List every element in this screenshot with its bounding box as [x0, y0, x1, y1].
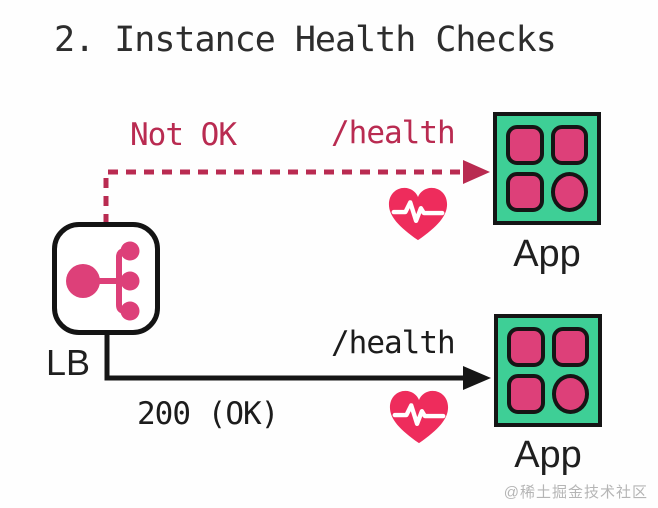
healthy-arrow [104, 331, 491, 390]
watermark: @稀土掘金技术社区 [503, 484, 648, 501]
app-module-round [550, 172, 588, 212]
unhealthy-endpoint-label: /health [331, 115, 456, 151]
app-module [506, 125, 544, 165]
load-balancer-icon [66, 241, 140, 320]
app-label-unhealthy: App [513, 233, 581, 275]
heartbeat-icon [389, 390, 449, 444]
page-title: 2. Instance Health Checks [54, 20, 557, 60]
app-label-healthy: App [514, 434, 582, 476]
unhealthy-arrow [103, 160, 490, 224]
app-node-unhealthy [493, 112, 601, 225]
app-module [507, 327, 545, 367]
app-node-healthy [494, 314, 602, 427]
app-module-round [551, 374, 589, 414]
unhealthy-status-label: Not OK [130, 117, 237, 153]
app-module [551, 327, 589, 367]
heartbeat-icon [388, 187, 448, 241]
app-module [507, 374, 545, 414]
healthy-endpoint-label: /health [331, 325, 456, 361]
app-module [550, 125, 588, 165]
healthy-status-label: 200 (OK) [137, 396, 279, 432]
load-balancer-label: LB [46, 342, 91, 383]
app-module [506, 172, 544, 212]
load-balancer-node [52, 222, 160, 335]
